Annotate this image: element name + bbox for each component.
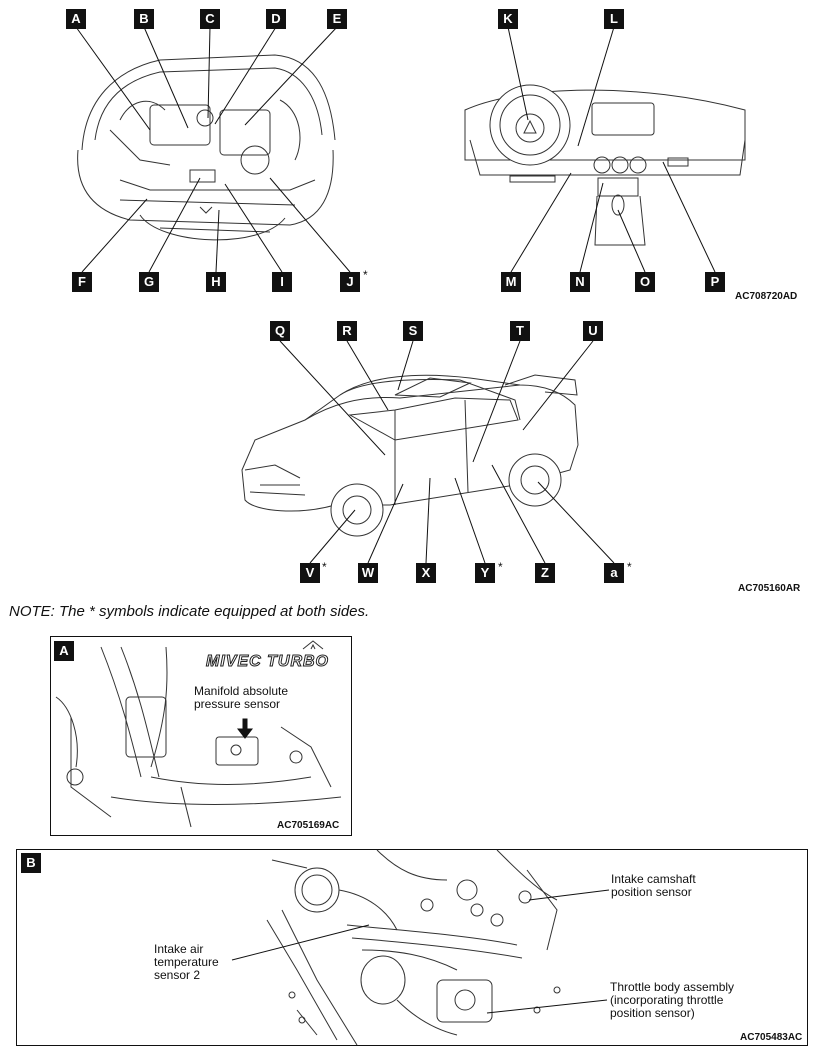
detail-a-tag[interactable]: A: [54, 641, 74, 661]
engine-tag-j-star: *: [363, 268, 368, 282]
engine-tag-b[interactable]: B: [134, 9, 154, 29]
engine-tag-g[interactable]: G: [139, 272, 159, 292]
intake-camshaft-position-sensor-label: Intake camshaft position sensor: [611, 872, 696, 899]
engine-tag-a[interactable]: A: [66, 9, 86, 29]
body-tag-t[interactable]: T: [510, 321, 530, 341]
body-tag-x[interactable]: X: [416, 563, 436, 583]
footnote: NOTE: The * symbols indicate equipped at…: [9, 603, 370, 620]
interior-figure-code: AC708720AD: [735, 291, 798, 302]
body-tag-r[interactable]: R: [337, 321, 357, 341]
body-tag-v-star: *: [322, 560, 327, 574]
detail-a-panel: A MIVEC TURBO Manifold absolute pressure…: [50, 636, 352, 836]
throttle-body-assembly-label: Throttle body assembly (incorporating th…: [610, 980, 735, 1020]
engine-tag-f[interactable]: F: [72, 272, 92, 292]
detail-b-panel: B Intake air temperature sensor 2 Intake…: [16, 849, 808, 1046]
detail-b-drawing: [231, 849, 610, 1046]
body-figure-code: AC705160AR: [738, 583, 801, 594]
detail-a-drawing: [55, 640, 342, 828]
engine-tag-c[interactable]: C: [200, 9, 220, 29]
interior-tag-n[interactable]: N: [570, 272, 590, 292]
body-tag-v[interactable]: V: [300, 563, 320, 583]
detail-b-figure-code: AC705483AC: [740, 1032, 803, 1043]
interior-tag-p[interactable]: P: [705, 272, 725, 292]
detail-b-tag[interactable]: B: [21, 853, 41, 873]
body-tag-y-star: *: [498, 560, 503, 574]
body-tag-a-lower-star: *: [627, 560, 632, 574]
interior-tag-l[interactable]: L: [604, 9, 624, 29]
body-tag-z[interactable]: Z: [535, 563, 555, 583]
intake-air-temperature-sensor-2-label: Intake air temperature sensor 2: [154, 942, 219, 982]
engine-tag-h[interactable]: H: [206, 272, 226, 292]
engine-tag-j[interactable]: J: [340, 272, 360, 292]
interior-tag-o[interactable]: O: [635, 272, 655, 292]
detail-a-figure-code: AC705169AC: [277, 820, 340, 831]
mivec-turbo-logo: MIVEC TURBO: [206, 653, 329, 671]
body-tag-a-lower[interactable]: a: [604, 563, 624, 583]
body-tag-s[interactable]: S: [403, 321, 423, 341]
body-tag-q[interactable]: Q: [270, 321, 290, 341]
engine-tag-d[interactable]: D: [266, 9, 286, 29]
body-tag-u[interactable]: U: [583, 321, 603, 341]
interior-tag-m[interactable]: M: [501, 272, 521, 292]
interior-tag-k[interactable]: K: [498, 9, 518, 29]
manifold-absolute-pressure-sensor-label: Manifold absolute pressure sensor: [194, 684, 289, 711]
engine-tag-e[interactable]: E: [327, 9, 347, 29]
body-tag-y[interactable]: Y: [475, 563, 495, 583]
body-tag-w[interactable]: W: [358, 563, 378, 583]
engine-tag-i[interactable]: I: [272, 272, 292, 292]
